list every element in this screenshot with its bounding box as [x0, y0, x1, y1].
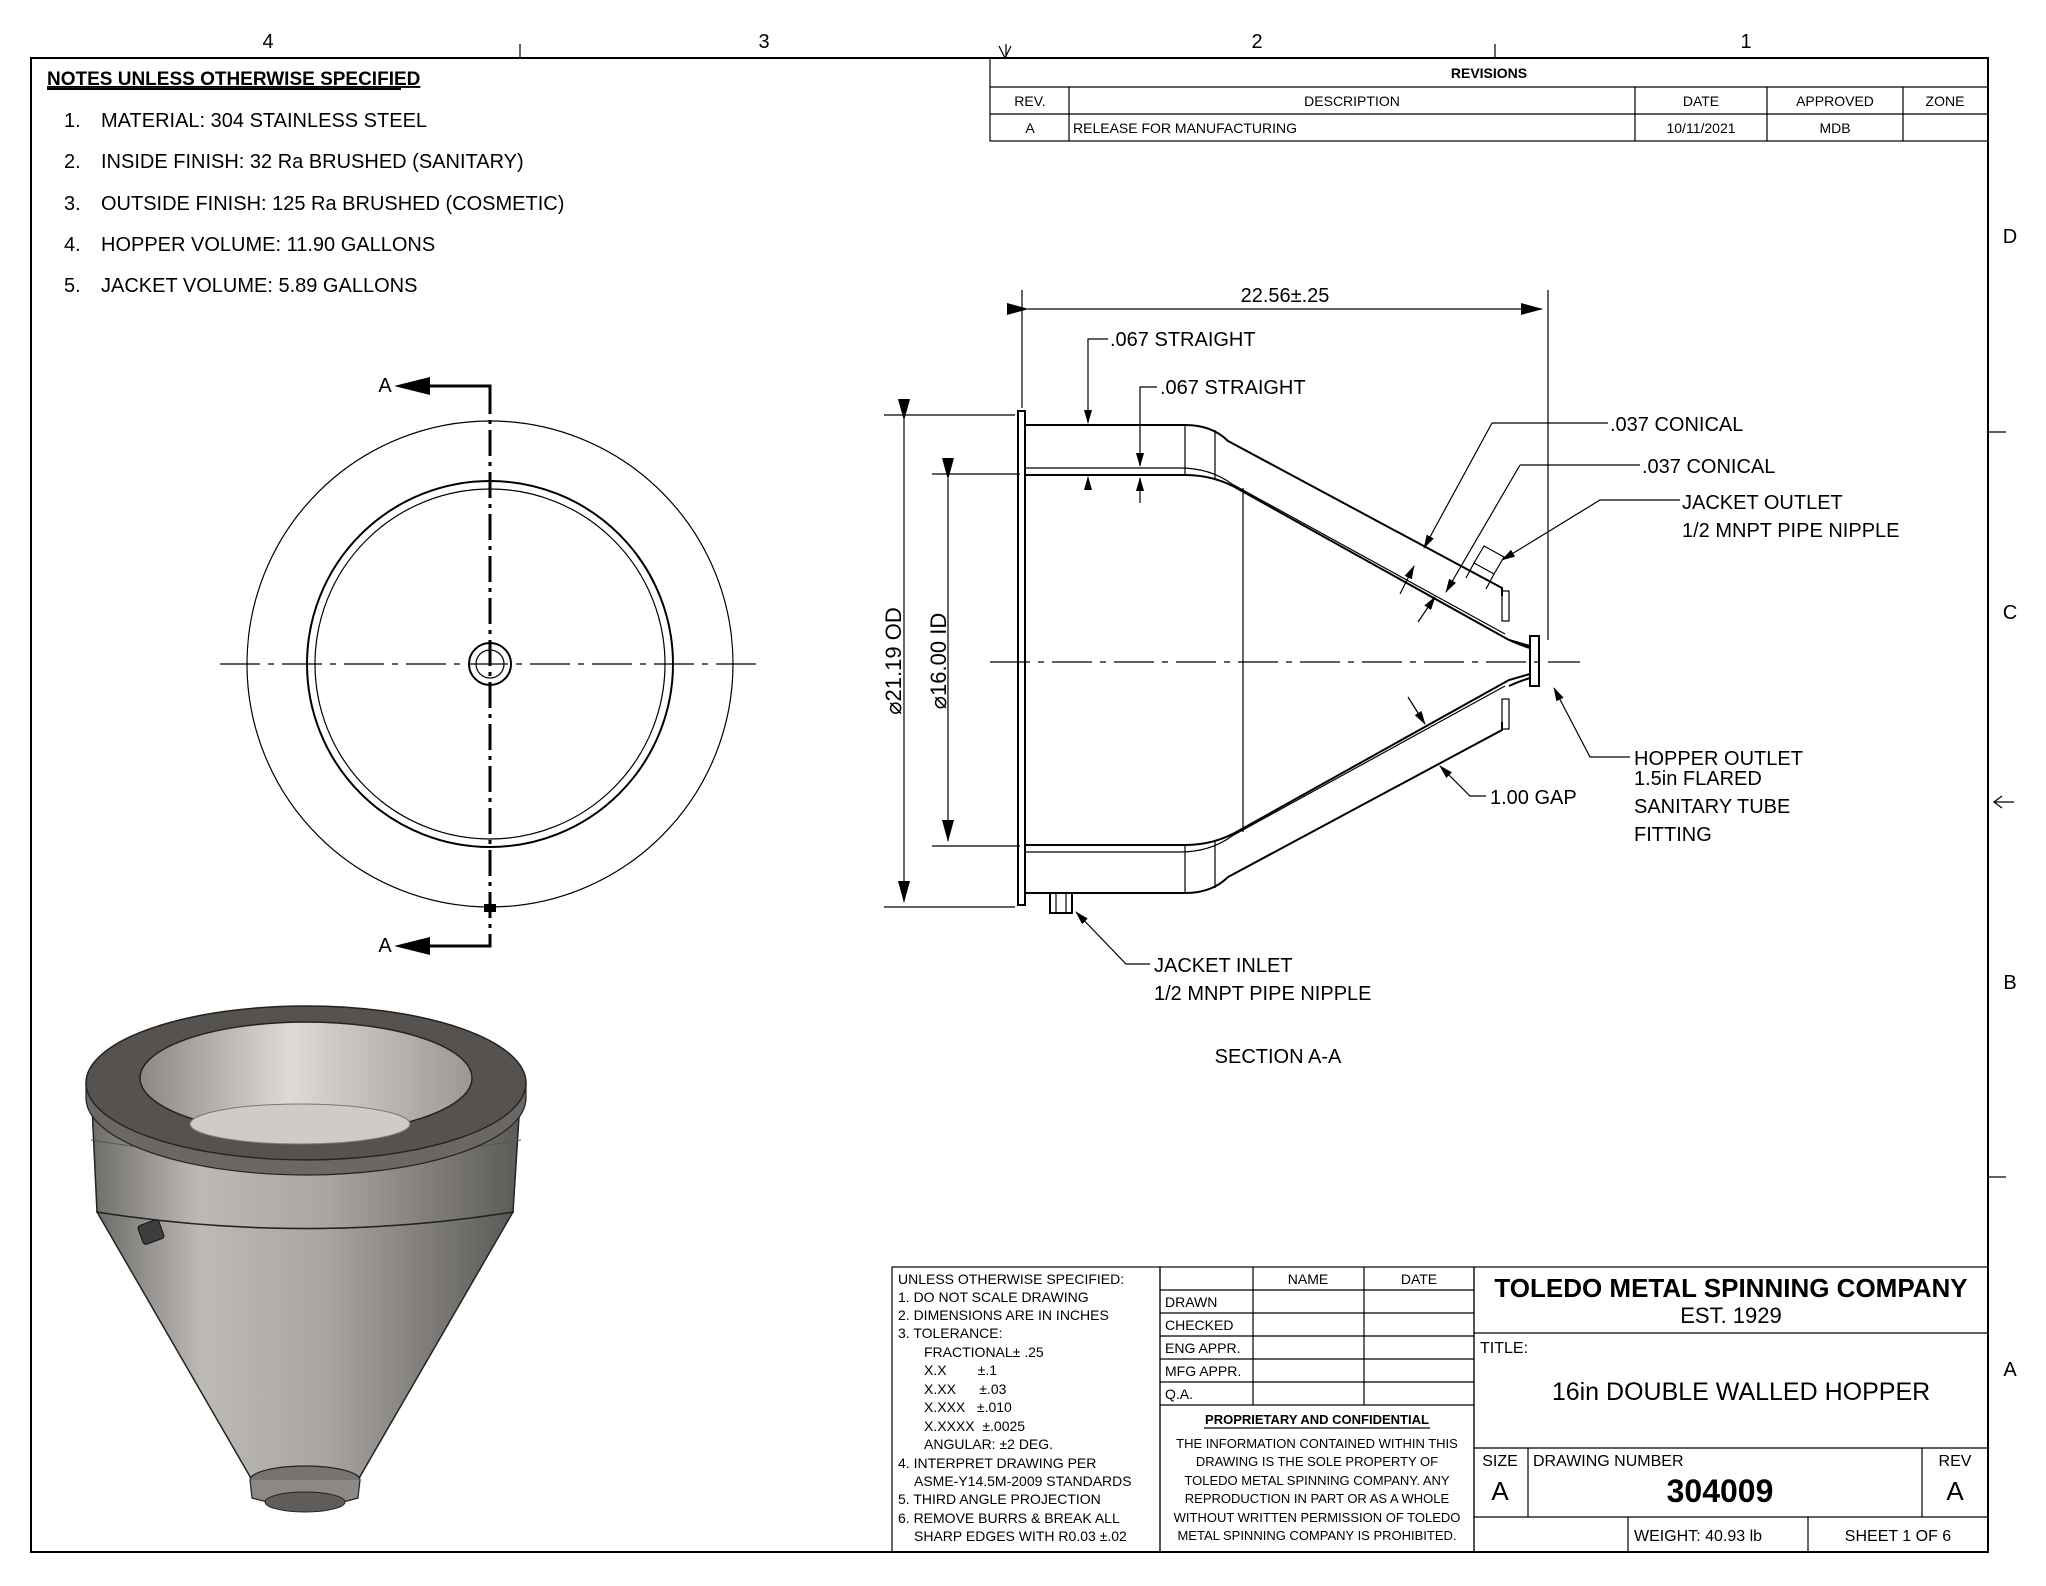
- tol-line-2: 1. DO NOT SCALE DRAWING: [898, 1289, 1089, 1305]
- zone-col-3: 3: [758, 31, 769, 53]
- dim-id: ⌀16.00 ID: [926, 613, 951, 709]
- tol-line-6: X.X ±.1: [924, 1362, 997, 1378]
- tol-line-3: 2. DIMENSIONS ARE IN INCHES: [898, 1307, 1109, 1323]
- rev-header-date: DATE: [1683, 93, 1719, 109]
- notes-heading: NOTES UNLESS OTHERWISE SPECIFIED: [47, 69, 420, 90]
- rev-cell-rev: A: [1025, 120, 1035, 136]
- tol-line-7: X.XX ±.03: [924, 1381, 1007, 1397]
- dim-od: ⌀21.19 OD: [881, 607, 906, 714]
- proprietary-heading: PROPRIETARY AND CONFIDENTIAL: [1205, 1412, 1429, 1427]
- note-text-2: INSIDE FINISH: 32 Ra BRUSHED (SANITARY): [101, 151, 524, 173]
- callout-jacket-inlet-1: JACKET INLET: [1154, 955, 1293, 977]
- title-label: TITLE:: [1480, 1340, 1528, 1357]
- note-num-2: 2.: [64, 151, 81, 173]
- dim-straight-1: .067 STRAIGHT: [1110, 329, 1256, 351]
- proprietary-line-6: METAL SPINNING COMPANY IS PROHIBITED.: [1177, 1528, 1456, 1543]
- rev-header-rev: REV.: [1014, 93, 1045, 109]
- proprietary-line-5: WITHOUT WRITTEN PERMISSION OF TOLEDO: [1174, 1510, 1461, 1525]
- tolerance-block: UNLESS OTHERWISE SPECIFIED: 1. DO NOT SC…: [891, 1266, 1161, 1553]
- zone-row-b: B: [2003, 972, 2016, 994]
- proprietary-line-4: REPRODUCTION IN PART OR AS A WHOLE: [1185, 1491, 1450, 1506]
- callout-jacket-outlet-1: JACKET OUTLET: [1682, 492, 1843, 514]
- company-est: EST. 1929: [1680, 1303, 1782, 1328]
- callout-hopper-outlet-3: SANITARY TUBE: [1634, 796, 1790, 818]
- size-value: A: [1491, 1476, 1509, 1506]
- note-num-1: 1.: [64, 110, 81, 132]
- tol-line-10: ANGULAR: ±2 DEG.: [924, 1436, 1053, 1452]
- section-label-bottom: A: [378, 935, 392, 957]
- tol-line-1: UNLESS OTHERWISE SPECIFIED:: [898, 1271, 1124, 1287]
- sheet-number: SHEET 1 OF 6: [1845, 1528, 1952, 1545]
- drawing-title: 16in DOUBLE WALLED HOPPER: [1552, 1378, 1930, 1406]
- rev-cell-description: RELEASE FOR MANUFACTURING: [1073, 120, 1297, 136]
- callout-hopper-outlet-1: HOPPER OUTLET: [1634, 748, 1803, 770]
- dim-straight-2: .067 STRAIGHT: [1160, 377, 1306, 399]
- callout-hopper-outlet-4: FITTING: [1634, 824, 1712, 846]
- note-num-4: 4.: [64, 234, 81, 256]
- tol-line-13: 5. THIRD ANGLE PROJECTION: [898, 1491, 1101, 1507]
- signoff-block: NAME DATE DRAWN CHECKED ENG APPR. MFG AP…: [1159, 1266, 1475, 1553]
- zone-col-4: 4: [262, 31, 273, 53]
- revisions-table: REVISIONS REV. DESCRIPTION DATE APPROVED…: [989, 57, 1989, 142]
- rev-header-zone: ZONE: [1926, 93, 1965, 109]
- signoff-row-checked: CHECKED: [1165, 1317, 1233, 1333]
- signoff-col-name: NAME: [1288, 1271, 1328, 1287]
- zone-col-2: 2: [1251, 31, 1262, 53]
- section-label-top: A: [378, 375, 392, 397]
- title-block: TOLEDO METAL SPINNING COMPANY EST. 1929 …: [1473, 1266, 1989, 1553]
- isometric-hopper-render: [85, 1005, 527, 1513]
- company-name: TOLEDO METAL SPINNING COMPANY: [1494, 1273, 1967, 1303]
- tol-line-15: SHARP EDGES WITH R0.03 ±.02: [914, 1528, 1127, 1544]
- tol-line-4: 3. TOLERANCE:: [898, 1325, 1003, 1341]
- section-title: SECTION A-A: [1215, 1046, 1342, 1068]
- top-view: A A: [220, 375, 760, 957]
- tol-line-5: FRACTIONAL± .25: [924, 1344, 1044, 1360]
- note-num-5: 5.: [64, 275, 81, 297]
- weight: WEIGHT: 40.93 lb: [1634, 1528, 1762, 1545]
- rev-header-approved: APPROVED: [1796, 93, 1874, 109]
- note-text-3: OUTSIDE FINISH: 125 Ra BRUSHED (COSMETIC…: [101, 193, 564, 215]
- drawing-number: 304009: [1667, 1473, 1774, 1509]
- proprietary-line-3: TOLEDO METAL SPINNING COMPANY. ANY: [1184, 1473, 1449, 1488]
- proprietary-line-2: DRAWING IS THE SOLE PROPERTY OF: [1196, 1454, 1438, 1469]
- section-view: 22.56±.25 ⌀21.19 OD ⌀16.00 ID .067 STRAI…: [881, 285, 1900, 1068]
- note-text-5: JACKET VOLUME: 5.89 GALLONS: [101, 275, 417, 297]
- proprietary-line-1: THE INFORMATION CONTAINED WITHIN THIS: [1176, 1436, 1458, 1451]
- tol-line-8: X.XXX ±.010: [924, 1399, 1012, 1415]
- dim-gap: 1.00 GAP: [1490, 787, 1577, 809]
- tol-line-9: X.XXXX ±.0025: [924, 1418, 1025, 1434]
- rev-cell-date: 10/11/2021: [1666, 120, 1735, 136]
- tol-line-11: 4. INTERPRET DRAWING PER: [898, 1455, 1096, 1471]
- dim-conical-1: .037 CONICAL: [1610, 414, 1743, 436]
- rev-value: A: [1946, 1476, 1964, 1506]
- notes-block: NOTES UNLESS OTHERWISE SPECIFIED 1. MATE…: [47, 69, 564, 297]
- zone-row-c: C: [2003, 602, 2017, 624]
- note-text-1: MATERIAL: 304 STAINLESS STEEL: [101, 110, 427, 132]
- rev-cell-approved: MDB: [1819, 120, 1850, 136]
- signoff-row-qa: Q.A.: [1165, 1386, 1193, 1402]
- signoff-row-eng-appr: ENG APPR.: [1165, 1340, 1240, 1356]
- drawing-number-label: DRAWING NUMBER: [1533, 1453, 1684, 1470]
- size-label: SIZE: [1482, 1453, 1518, 1470]
- zone-col-1: 1: [1740, 31, 1751, 53]
- rev-header-description: DESCRIPTION: [1304, 93, 1400, 109]
- zone-row-d: D: [2003, 226, 2017, 248]
- zone-row-a: A: [2003, 1359, 2017, 1381]
- dim-overall-length: 22.56±.25: [1241, 285, 1330, 307]
- tol-line-12: ASME-Y14.5M-2009 STANDARDS: [914, 1473, 1132, 1489]
- callout-jacket-outlet-2: 1/2 MNPT PIPE NIPPLE: [1682, 520, 1900, 542]
- signoff-row-mfg-appr: MFG APPR.: [1165, 1363, 1241, 1379]
- note-num-3: 3.: [64, 193, 81, 215]
- note-text-4: HOPPER VOLUME: 11.90 GALLONS: [101, 234, 435, 256]
- signoff-row-drawn: DRAWN: [1165, 1294, 1217, 1310]
- rev-label: REV: [1939, 1453, 1972, 1470]
- signoff-col-date: DATE: [1401, 1271, 1437, 1287]
- tol-line-14: 6. REMOVE BURRS & BREAK ALL: [898, 1510, 1120, 1526]
- callout-hopper-outlet-2: 1.5in FLARED: [1634, 768, 1762, 790]
- callout-jacket-inlet-2: 1/2 MNPT PIPE NIPPLE: [1154, 983, 1372, 1005]
- dim-conical-2: .037 CONICAL: [1642, 456, 1775, 478]
- revisions-title: REVISIONS: [1451, 65, 1527, 81]
